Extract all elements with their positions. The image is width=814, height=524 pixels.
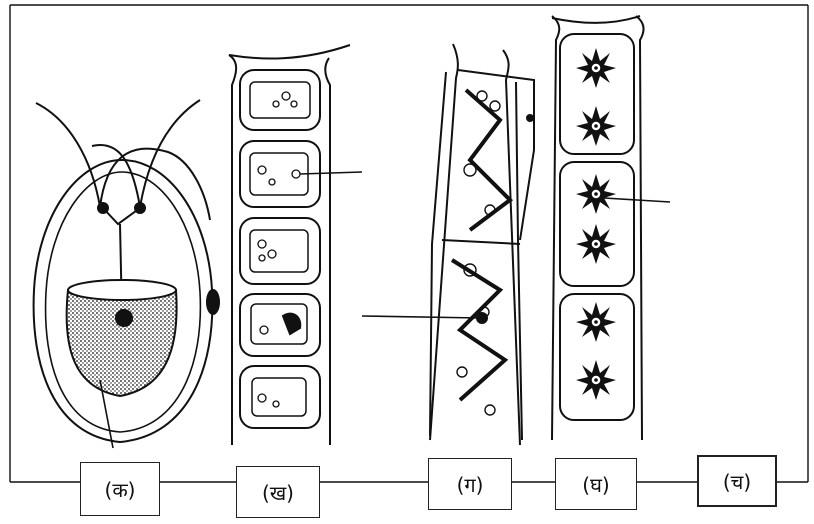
filament-d-pointer (604, 198, 670, 202)
label-e: (च) (697, 455, 777, 507)
frame (10, 5, 808, 482)
label-b: (ख) (236, 466, 320, 518)
filament-d-stars (576, 48, 616, 400)
label-d: (घ) (555, 458, 637, 510)
filament-c (362, 44, 534, 445)
cell-a (34, 100, 219, 448)
label-c: (ग) (428, 458, 512, 510)
filament-b (229, 45, 362, 445)
label-a: (क) (80, 462, 160, 516)
